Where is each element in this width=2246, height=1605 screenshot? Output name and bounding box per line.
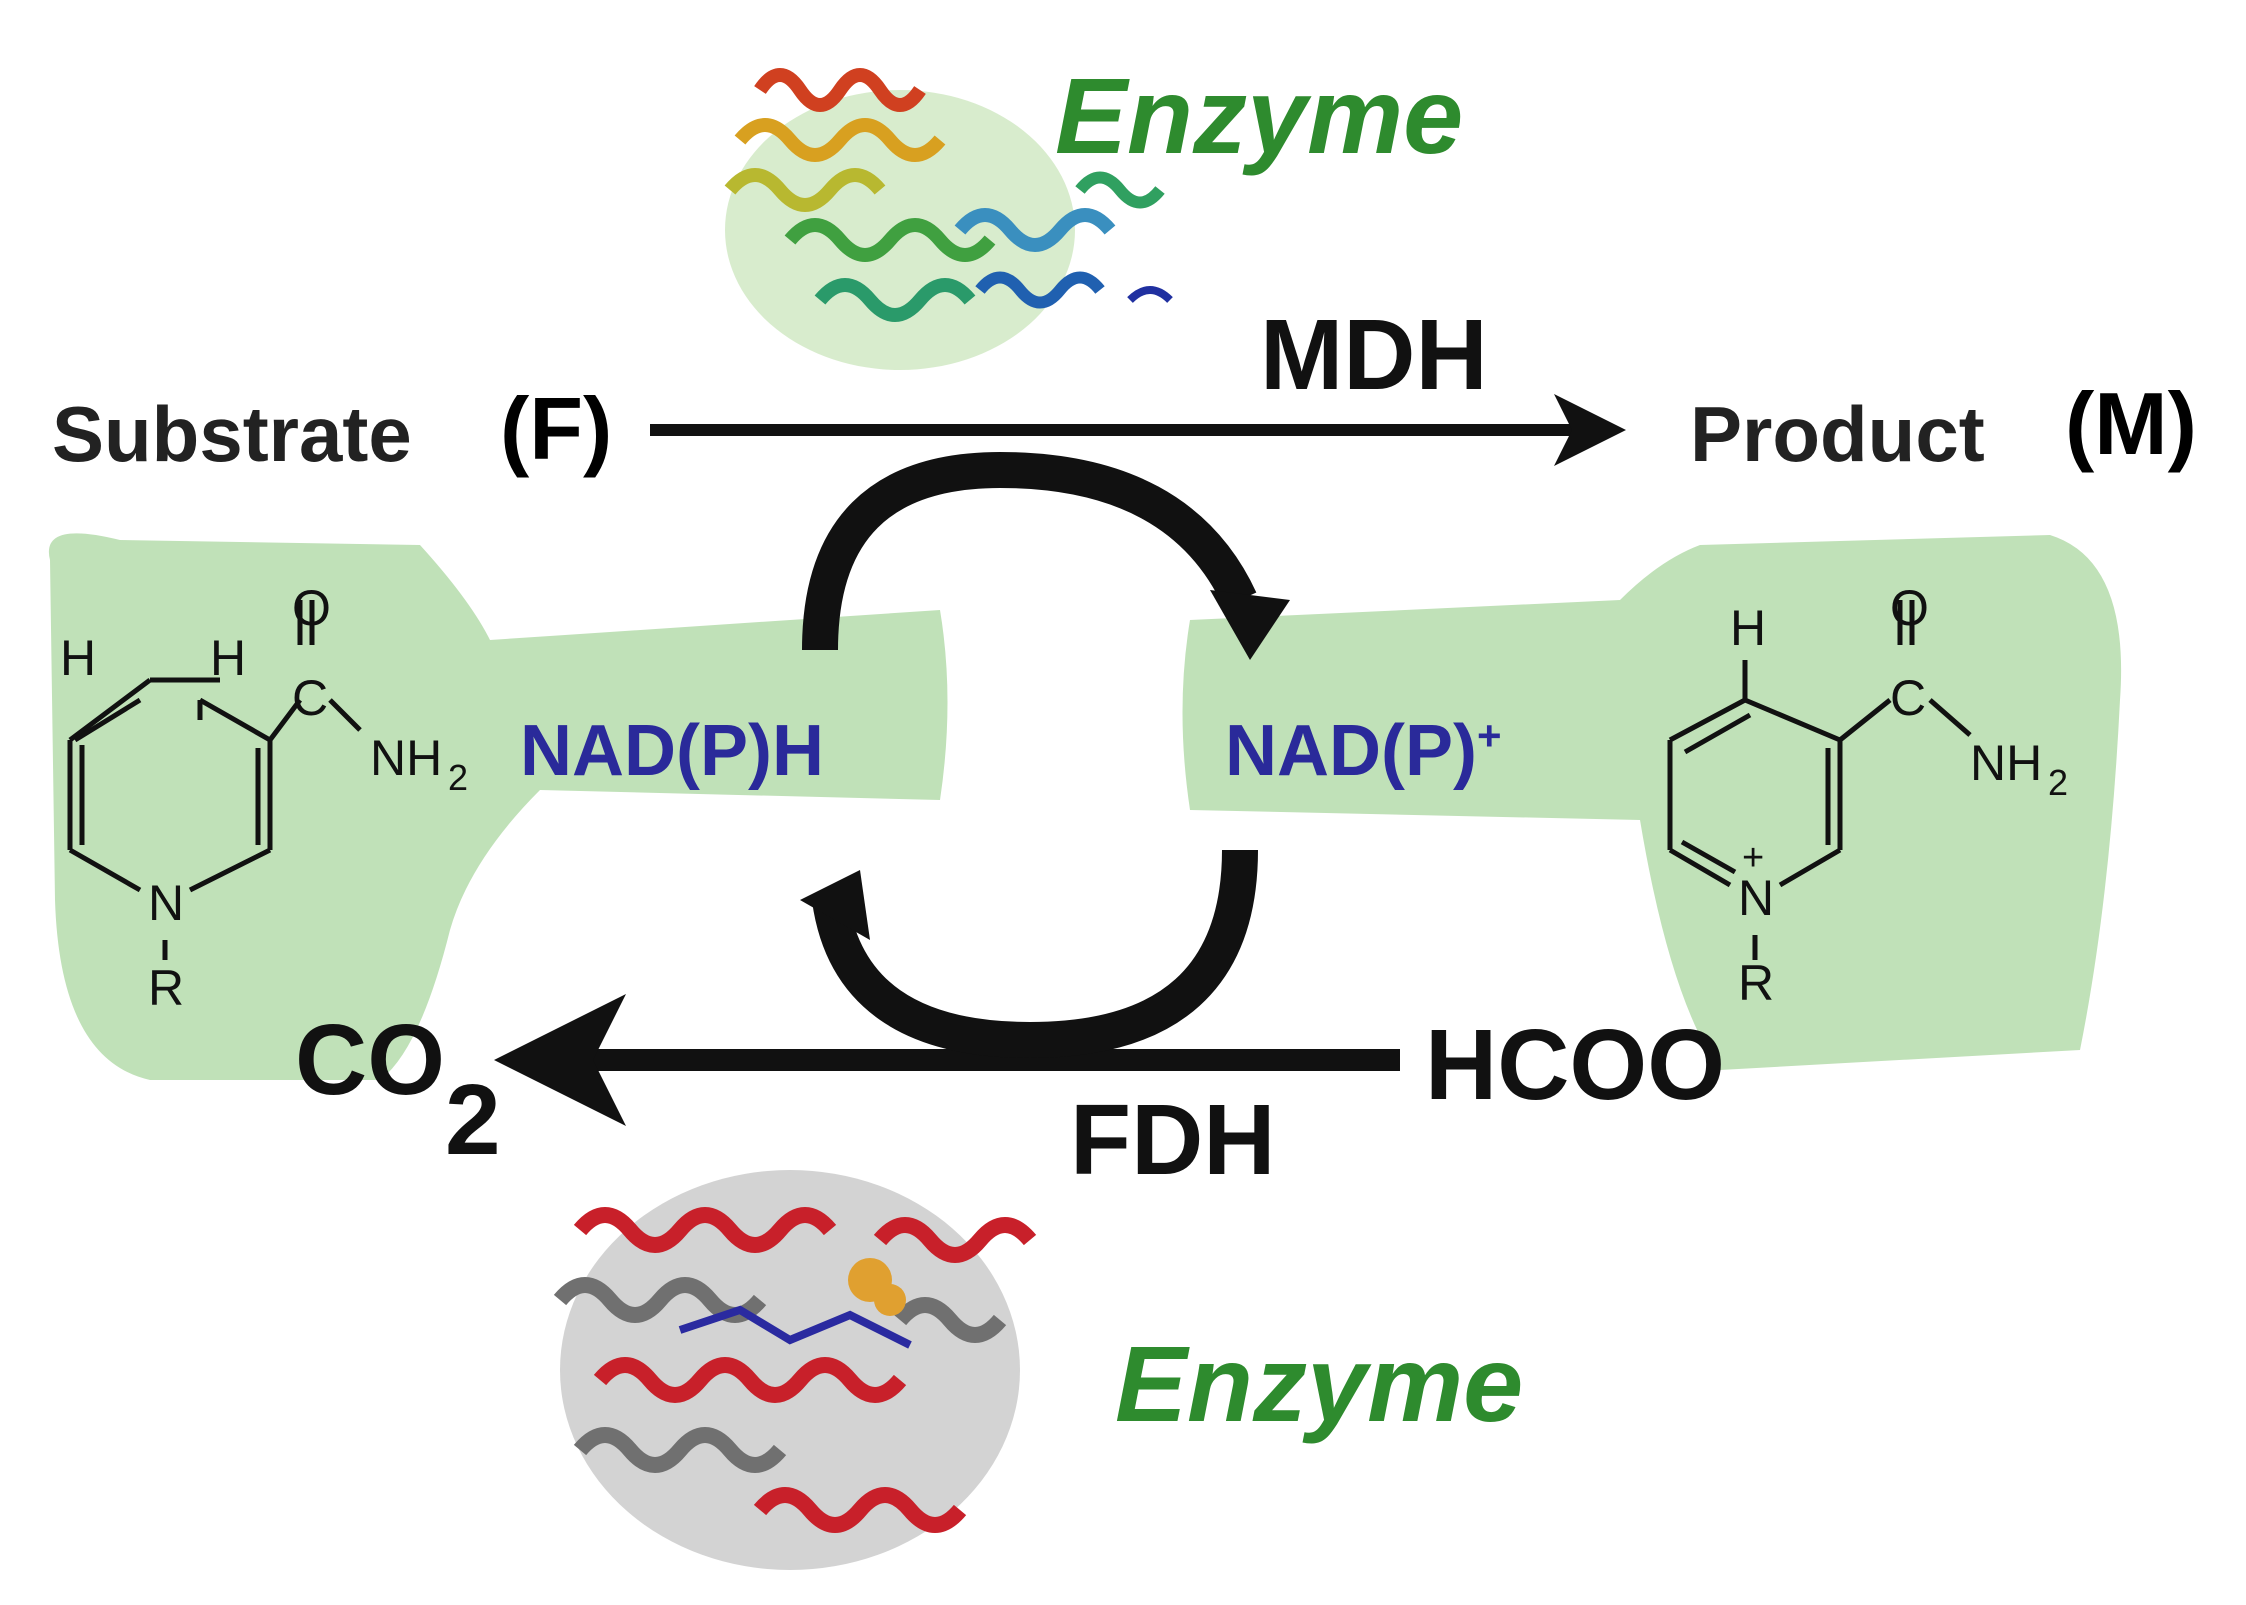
nadp-highlight [1182, 535, 2122, 1070]
left-c-atom: C [292, 670, 328, 726]
right-c-atom: C [1890, 670, 1926, 726]
substrate-tag: (F) [500, 379, 613, 478]
co2-subscript: 2 [445, 1064, 501, 1176]
co2-base: CO [295, 1004, 445, 1116]
right-r-atom: R [1738, 955, 1774, 1011]
mdh-label: MDH [1260, 299, 1488, 411]
left-r-atom: R [148, 960, 184, 1016]
co2-label: CO2 [295, 1010, 501, 1170]
left-nh2-subscript: 2 [448, 757, 468, 798]
left-h1-atom: H [60, 630, 96, 686]
left-n-atom: N [148, 875, 184, 931]
right-nh2-subscript: 2 [2048, 762, 2068, 803]
mdh-protein-ribbon-icon [724, 68, 1173, 370]
left-h2-atom: H [210, 630, 246, 686]
right-plus-charge: + [1742, 837, 1764, 879]
right-n-atom: N [1738, 870, 1774, 926]
nadp-structure [1667, 600, 1972, 960]
cofactor-cycle-arrows [800, 451, 1290, 1059]
fdh-label: FDH [1070, 1084, 1276, 1196]
right-h-atom: H [1730, 600, 1766, 656]
nadp-plus-charge: + [1476, 712, 1502, 759]
product-tag: (M) [2065, 374, 2197, 473]
nadph-label: NAD(P)H [520, 711, 824, 791]
product-label: Product [1690, 390, 1985, 478]
right-o-atom: O [1890, 580, 1929, 636]
nadp-plus-text: NAD(P) [1225, 711, 1477, 791]
substrate-label: Substrate [52, 390, 412, 478]
nadph-structure [67, 600, 362, 960]
enzyme-label-top: Enzyme [1055, 55, 1464, 176]
fdh-protein-ribbon-icon [553, 1170, 1037, 1570]
nadph-highlight [48, 533, 948, 1080]
right-nh-atom: NH [1970, 735, 2042, 791]
enzyme-label-bottom: Enzyme [1115, 1323, 1524, 1444]
left-o-atom: O [292, 580, 331, 636]
left-nh-atom: NH [370, 730, 442, 786]
nadp-plus-label: NAD(P)+ [1225, 712, 1502, 788]
hcoo-label: HCOO [1425, 1009, 1725, 1121]
